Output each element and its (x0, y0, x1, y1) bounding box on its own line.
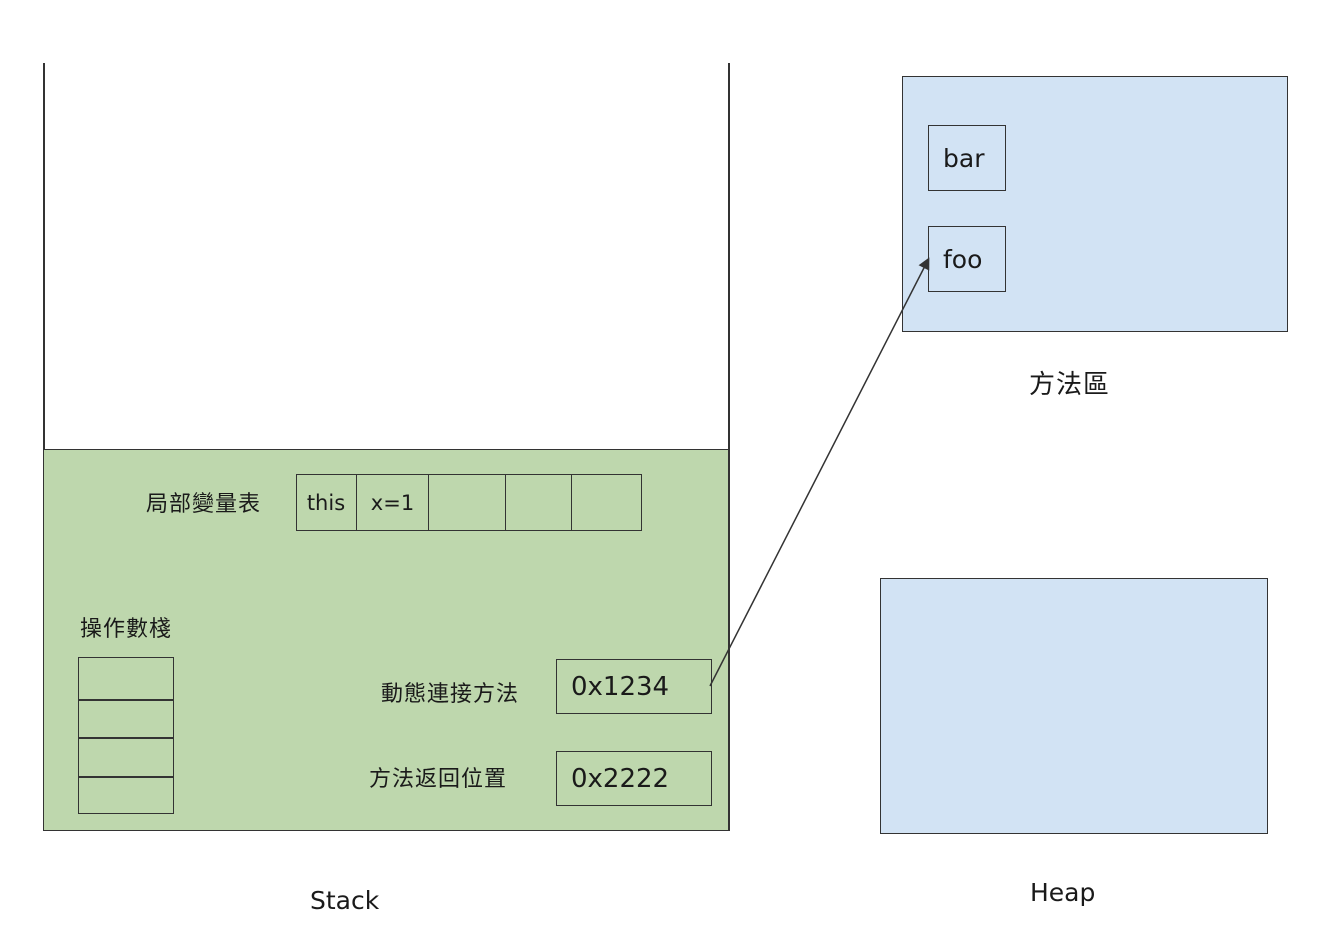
method-bar: bar (928, 125, 1006, 191)
local-var-slot: this (306, 490, 346, 515)
return-address-value: 0x2222 (556, 751, 712, 806)
dynamic-link-label: 動態連接方法 (381, 682, 520, 707)
operand-stack-divider (79, 699, 173, 701)
heap-area (880, 578, 1268, 834)
return-address-label: 方法返回位置 (369, 767, 508, 792)
stack-caption: Stack (310, 886, 380, 915)
method-area (902, 76, 1288, 332)
local-var-slot (505, 475, 571, 530)
stack-right-wall (728, 63, 730, 831)
heap-caption: Heap (1030, 878, 1096, 907)
local-var-slot (571, 475, 641, 530)
method-area-caption: 方法區 (1029, 370, 1111, 400)
local-var-slot (428, 475, 505, 530)
local-var-table: this x=1 (296, 474, 642, 531)
operand-stack-divider (79, 776, 173, 778)
local-var-table-label: 局部變量表 (146, 492, 262, 517)
stack-left-wall (43, 63, 45, 831)
operand-stack (78, 657, 174, 814)
dynamic-link-value: 0x1234 (556, 659, 712, 714)
local-var-slot: x=1 (356, 475, 428, 530)
operand-stack-divider (79, 737, 173, 739)
arrow-line (709, 257, 930, 687)
method-foo: foo (928, 226, 1006, 292)
operand-stack-label: 操作數棧 (80, 617, 173, 642)
